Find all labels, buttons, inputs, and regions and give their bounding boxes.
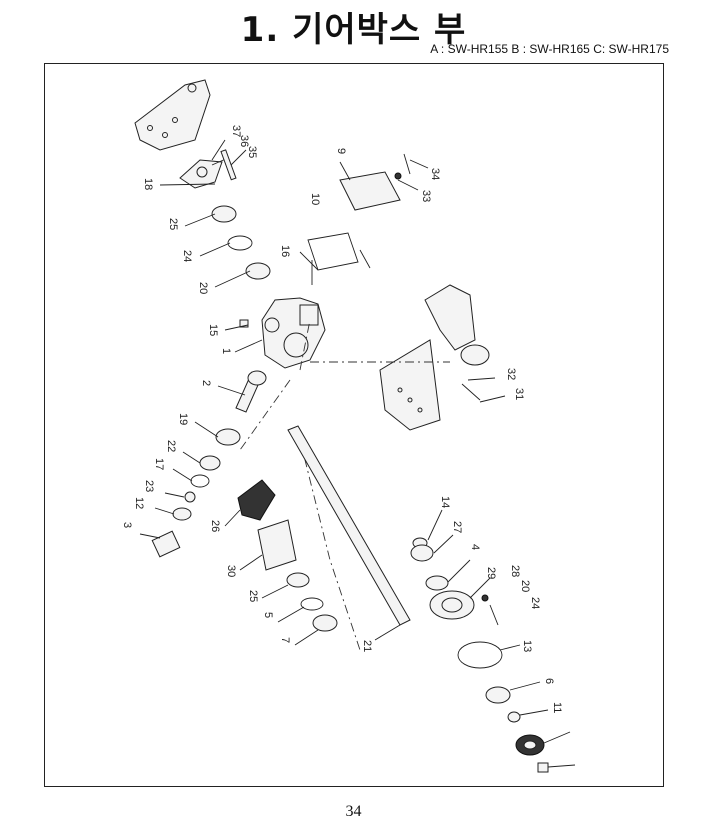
- bearing-part: [410, 544, 434, 562]
- washer-part: [425, 575, 449, 591]
- label-19: 19: [177, 413, 189, 425]
- frame-bracket: [379, 284, 490, 431]
- seal-ring: [507, 711, 521, 723]
- label-27: 4: [469, 544, 481, 550]
- label-31: 31: [513, 388, 525, 400]
- nut-part: [184, 491, 196, 503]
- label-34: 34: [429, 168, 441, 180]
- plug-part: [239, 319, 249, 328]
- label-20: 20: [197, 282, 209, 294]
- label-37: 37: [230, 125, 242, 137]
- label-24: 24: [181, 250, 193, 262]
- label-24b: 5: [262, 612, 274, 618]
- label-5: 21: [361, 640, 373, 652]
- label-21: 6: [543, 678, 555, 684]
- page-number: 34: [345, 803, 362, 820]
- bevel-gear: [237, 479, 276, 521]
- label-17: 23: [143, 480, 155, 492]
- label-35: 35: [246, 146, 258, 158]
- label-23: 12: [133, 497, 145, 509]
- label-12: 3: [121, 522, 133, 528]
- bearing-part: [286, 572, 310, 588]
- label-25: 25: [167, 218, 179, 230]
- label-26: 14: [439, 496, 451, 508]
- cover-plate: [339, 171, 401, 211]
- label-22: 17: [153, 458, 165, 470]
- label-16: 16: [279, 245, 291, 257]
- bearing-part: [312, 614, 338, 632]
- label-28: 24: [529, 597, 541, 609]
- label-9: 9: [335, 148, 347, 154]
- label-32: 32: [505, 368, 517, 380]
- shaft-sleeve: [257, 519, 297, 571]
- label-3: 26: [209, 520, 221, 532]
- label-33: 33: [420, 190, 432, 202]
- label-1: 1: [220, 348, 232, 354]
- label-19b: 22: [165, 440, 177, 452]
- pinion-shaft: [235, 370, 267, 413]
- seal-ring: [300, 597, 324, 611]
- gasket-part: [307, 232, 359, 271]
- label-4: 30: [225, 565, 237, 577]
- label-20b: 25: [247, 590, 259, 602]
- label-25b: 7: [279, 637, 291, 643]
- gearbox-housing: [261, 297, 326, 369]
- label-13: 11: [551, 702, 563, 713]
- mounting-plate: [134, 79, 211, 151]
- bearing-part: [211, 205, 237, 223]
- label-36: 36: [238, 135, 250, 147]
- label-14: 27: [451, 521, 463, 533]
- bearing-part: [199, 455, 221, 471]
- washer-part: [172, 507, 192, 521]
- flange-part: [179, 159, 223, 189]
- label-2: 2: [200, 380, 212, 386]
- diagram-frame: [44, 63, 664, 787]
- bearing-part: [485, 686, 511, 704]
- seal-ring: [227, 235, 253, 251]
- bearing-part: [215, 428, 241, 446]
- label-15: 15: [207, 324, 219, 336]
- bearing-part: [245, 262, 271, 280]
- spacer-part: [151, 530, 181, 558]
- label-8: 29: [485, 567, 497, 579]
- model-legend: A : SW-HR155 B : SW-HR165 C: SW-HR175: [430, 42, 669, 56]
- drive-shaft: [287, 425, 411, 626]
- part-labels: 37 36 35 18 9 34 33 10 25 16 24 20 15 1 …: [121, 125, 563, 713]
- label-10: 10: [309, 193, 321, 205]
- page-title: 1. 기어박스 부: [240, 10, 467, 50]
- bearing-housing: [429, 590, 475, 620]
- seal-ring: [190, 474, 210, 488]
- label-18: 18: [142, 178, 154, 190]
- gasket-part: [457, 641, 503, 669]
- spur-gear: [515, 734, 545, 756]
- nut-part: [537, 762, 549, 773]
- label-7: 13: [521, 640, 533, 652]
- label-29: 20: [519, 580, 531, 592]
- label-30: 28: [509, 565, 521, 577]
